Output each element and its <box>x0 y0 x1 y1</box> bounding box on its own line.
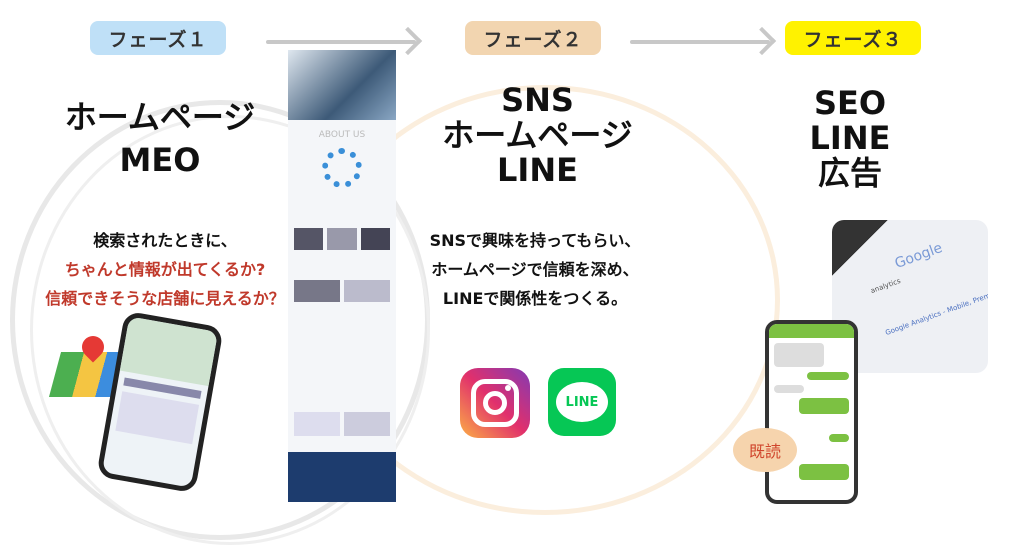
phase-1-badge: フェーズ１ <box>90 21 226 55</box>
line-icon[interactable]: LINE <box>548 368 616 436</box>
phase-2-heading: SNS ホームページ LINE <box>400 83 675 188</box>
search-query: analytics <box>869 276 902 296</box>
heading-line: MEO <box>119 141 201 179</box>
desc-line-highlight: ちゃんと情報が出てくるか? <box>64 260 266 279</box>
phase-2-description: SNSで興味を持ってもらい、 ホームページで信頼を深め、 LINEで関係性をつく… <box>400 226 670 313</box>
desc-line-highlight: 信頼できそうな店舗に見えるか？ <box>45 289 285 308</box>
heading-line: SNS <box>501 81 574 119</box>
instagram-icon[interactable] <box>460 368 530 438</box>
read-receipt-bubble: 既読 <box>733 428 797 472</box>
heading-line: LINE <box>497 151 578 189</box>
heading-line: ホームページ <box>442 116 633 154</box>
heading-line: 広告 <box>817 154 882 192</box>
phase-2-badge: フェーズ２ <box>465 21 601 55</box>
heading-line: SEO <box>813 84 887 122</box>
website-screenshot: ABOUT US <box>288 50 396 502</box>
arrow-icon <box>630 40 770 44</box>
phase-1-heading: ホームページ MEO <box>30 100 290 178</box>
google-search-photo: Google analytics Google Analytics - Mobi… <box>832 220 988 373</box>
phase-3-heading: SEO LINE 広告 <box>770 86 930 191</box>
google-logo: Google <box>892 240 945 272</box>
desc-line: ホームページで信頼を深め、 <box>431 260 639 279</box>
smartphone-line-chat <box>765 320 858 504</box>
phase-3-badge: フェーズ３ <box>785 21 921 55</box>
heading-line: ホームページ <box>64 98 256 136</box>
desc-line: 検索されたときに、 <box>93 231 237 250</box>
about-us-label: ABOUT US <box>318 130 366 140</box>
desc-line: SNSで興味を持ってもらい、 <box>429 231 641 250</box>
heading-line: LINE <box>809 119 891 157</box>
read-receipt-label: 既読 <box>748 442 781 461</box>
desc-line: LINEで関係性をつくる。 <box>442 289 628 308</box>
phase-1-description: 検索されたときに、 ちゃんと情報が出てくるか? 信頼できそうな店舗に見えるか？ <box>10 226 320 313</box>
arrow-icon <box>266 40 416 44</box>
search-result: Google Analytics - Mobile, Premium <box>884 286 988 338</box>
line-icon-label: LINE <box>565 394 599 410</box>
